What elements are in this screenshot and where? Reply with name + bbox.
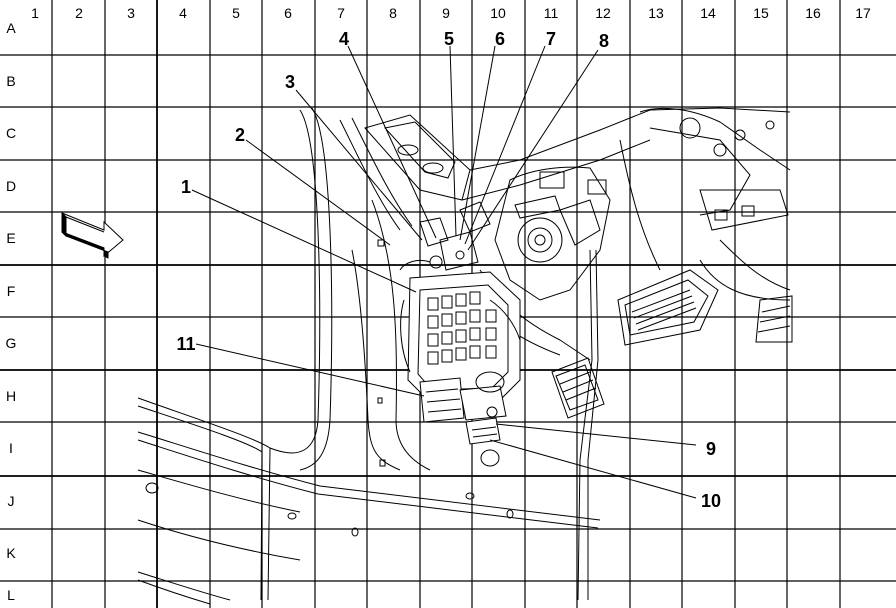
front-direction-arrow-icon: [61, 211, 124, 259]
callout-1: 1: [181, 177, 191, 197]
row-label: G: [6, 335, 17, 351]
column-labels: 1 2 3 4 5 6 7 8 9 10 11 12 13 14 15 16 1…: [31, 5, 871, 21]
callout-7: 7: [546, 29, 556, 49]
column-label: 8: [389, 5, 397, 21]
column-label: 13: [648, 5, 664, 21]
row-label: L: [7, 587, 15, 603]
column-label: 14: [700, 5, 716, 21]
column-label: 4: [179, 5, 187, 21]
column-label: 10: [490, 5, 506, 21]
callout-5: 5: [444, 29, 454, 49]
column-label: 7: [337, 5, 345, 21]
callout-leader-lines: [191, 45, 697, 499]
column-label: 12: [595, 5, 611, 21]
callout-labels: 1 2 3 4 5 6 7 8 9 10 11: [176, 29, 721, 511]
column-label: 17: [855, 5, 871, 21]
row-label: D: [6, 178, 16, 194]
row-label: H: [6, 388, 16, 404]
row-label: E: [6, 230, 15, 246]
callout-10: 10: [701, 491, 721, 511]
callout-3: 3: [285, 72, 295, 92]
column-label: 16: [805, 5, 821, 21]
row-label: J: [8, 493, 15, 509]
column-label: 9: [442, 5, 450, 21]
callout-4: 4: [339, 29, 349, 49]
column-label: 1: [31, 5, 39, 21]
column-label: 5: [232, 5, 240, 21]
row-label: A: [6, 20, 16, 36]
row-label: I: [9, 440, 13, 456]
row-label: C: [6, 125, 16, 141]
callout-8: 8: [599, 31, 609, 51]
column-label: 6: [284, 5, 292, 21]
callout-2: 2: [235, 125, 245, 145]
row-labels: A B C D E F G H I J K L: [6, 20, 17, 603]
vehicle-interior-illustration: [137, 107, 793, 605]
column-label: 3: [127, 5, 135, 21]
column-label: 11: [544, 5, 559, 21]
callout-6: 6: [495, 29, 505, 49]
callout-11: 11: [176, 334, 195, 354]
row-label: K: [6, 545, 16, 561]
fuse-block-grid: [427, 291, 497, 365]
callout-9: 9: [706, 439, 716, 459]
row-label: F: [7, 283, 16, 299]
row-label: B: [6, 73, 15, 89]
column-label: 2: [75, 5, 83, 21]
column-label: 15: [753, 5, 769, 21]
